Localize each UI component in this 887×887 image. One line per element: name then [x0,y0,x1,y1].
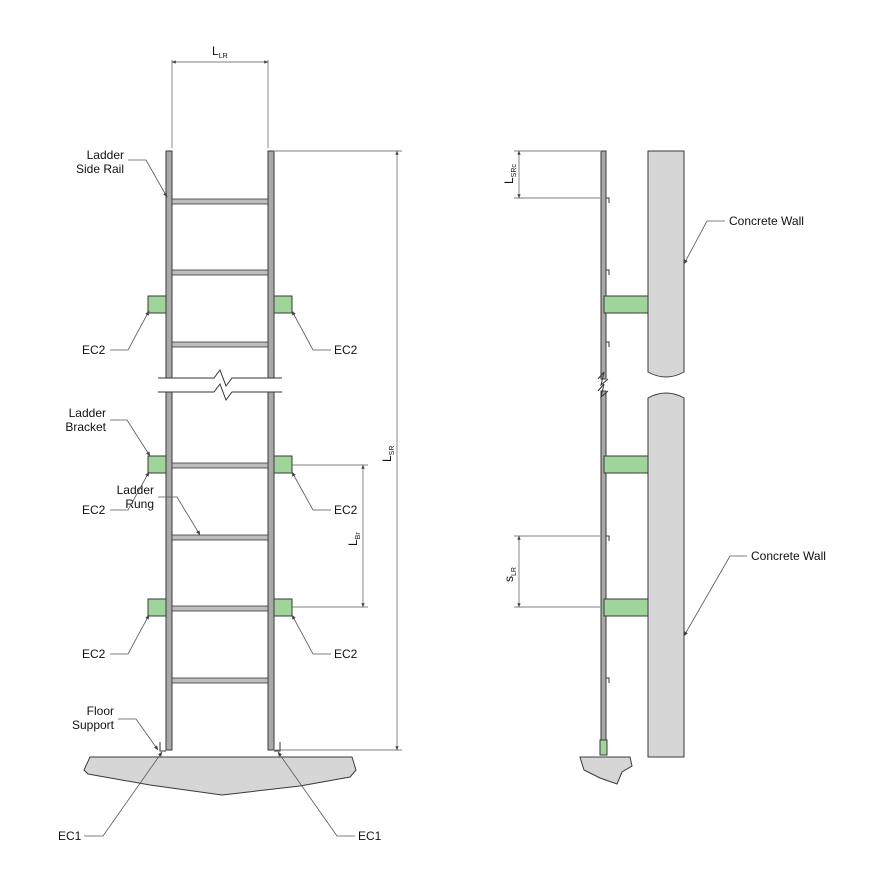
label-concrete-wall-upper: Concrete Wall [683,214,804,265]
floor-slab-side [579,756,633,785]
label-ec1: EC1 [58,829,82,843]
label-side-rail-line2: Side Rail [76,162,124,176]
label-ec2-middle-right: EC2 [291,471,358,517]
rung-tick [606,197,610,203]
floor-support [274,742,281,752]
break-line-side [597,383,609,399]
ladder-rung [171,341,269,348]
svg-text:sLR: sLR [502,567,518,582]
side-rail-side-upper [600,150,607,380]
dim-l-sr-sub: SR [389,446,396,456]
rung-tick [606,341,610,347]
ladder-rung [171,534,269,541]
dim-l-br-sub: Br [355,532,362,540]
ladder-bracket [147,295,167,314]
right-side-rail-upper [267,150,275,379]
label-ec2: EC2 [334,343,358,357]
concrete-wall-lower [647,392,685,758]
rung-tick [606,269,610,275]
label-bracket-line1: Ladder [69,406,106,420]
label-ec2-lower-left: EC2 [82,614,150,661]
label-ec2-upper-right: EC2 [291,310,358,357]
ladder-bracket-side [603,295,649,314]
floor-slab [83,756,357,796]
label-floor-support-line2: Support [72,718,115,732]
dimension-l-sr: LSR [275,150,402,751]
dim-s-lr-main: s [502,576,516,582]
ladder-rung [171,605,269,612]
label-concrete-wall-lower: Concrete Wall [683,549,826,637]
label-ec2: EC2 [82,343,106,357]
svg-text:LSR: LSR [380,446,396,462]
dimension-l-br: LBr [292,464,368,608]
left-side-rail-lower [165,391,173,751]
label-ladder-side-rail: Ladder Side Rail [76,148,168,198]
dim-l-br-main: L [346,539,360,546]
floor-support [159,742,166,752]
rung-tick [606,677,610,683]
side-rail-side-lower [600,390,607,752]
svg-text:LSRc: LSRc [502,164,518,184]
label-ec2-upper-left: EC2 [82,310,150,357]
dim-l-lr-sub: LR [219,53,228,60]
label-floor-support-line1: Floor [87,704,114,718]
label-ec2-middle-left: EC2 [82,471,150,517]
dim-s-lr-sub: LR [511,567,518,576]
label-bracket-line2: Bracket [65,420,106,434]
svg-text:LBr: LBr [346,532,362,546]
ladder-bracket [147,455,167,474]
dimension-l-lr: LLR [171,44,269,148]
ladder-bracket [273,455,293,474]
ladder-rung [171,677,269,684]
label-rung-line1: Ladder [117,483,154,497]
ladder-bracket-side [603,455,649,474]
front-view: LLR LSR LBr Ladder Side Rail Ladder Brac… [58,44,402,843]
rung-tick [606,535,610,541]
ladder-rung [171,269,269,276]
ladder-bracket-side [603,598,649,617]
label-ec1-left: EC1 [58,751,163,843]
label-floor-support: Floor Support [72,704,159,751]
dim-l-sr-main: L [380,455,394,462]
break-line-lower [158,382,282,402]
ladder-brackets-front [147,295,293,617]
label-concrete-wall: Concrete Wall [751,549,826,563]
label-ec2: EC2 [334,503,358,517]
left-side-rail-upper [165,150,173,379]
concrete-wall-upper [647,150,685,378]
ladder-rung [171,462,269,469]
dimension-l-src: LSRc [502,150,600,199]
label-ec1-right: EC1 [277,751,382,843]
label-concrete-wall: Concrete Wall [729,214,804,228]
dimension-s-lr: sLR [502,535,600,608]
label-ec2-lower-right: EC2 [291,614,358,661]
svg-text:LLR: LLR [212,44,228,60]
label-ec1: EC1 [358,829,382,843]
ladder-bracket [273,598,293,617]
label-ec2: EC2 [334,647,358,661]
ladder-bracket [147,598,167,617]
break-line-side [597,371,609,387]
label-rung-line2: Rung [125,497,154,511]
break-line-upper [158,368,282,388]
label-ec2: EC2 [82,647,106,661]
floor-support-side [599,739,608,756]
label-ec2: EC2 [82,503,106,517]
label-ladder-rung: Ladder Rung [117,483,201,536]
ladder-bracket [273,295,293,314]
side-view: LSRc sLR Concrete Wall Concrete Wall [502,150,826,785]
label-side-rail-line1: Ladder [87,148,124,162]
label-ladder-bracket: Ladder Bracket [65,406,151,457]
dim-l-src-main: L [502,177,516,184]
dim-l-lr-main: L [212,44,219,58]
dim-l-src-sub: SRc [511,164,518,178]
right-side-rail-lower [267,391,275,751]
ladder-rung [171,198,269,205]
